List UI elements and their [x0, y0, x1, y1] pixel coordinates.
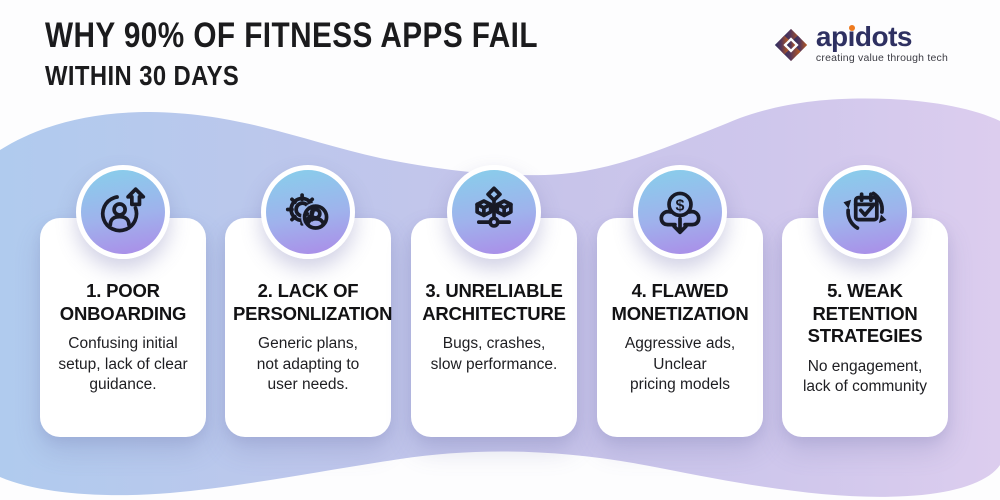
card-title: 1. POOR ONBOARDING	[59, 280, 187, 324]
icon-circle-2	[261, 165, 355, 259]
apidots-logo: apidots creating value through tech	[772, 22, 948, 64]
logo-wordmark: apidots	[816, 22, 948, 51]
card-description: Confusing initial setup, lack of clear g…	[58, 335, 188, 394]
gear-user-icon	[285, 193, 329, 230]
card-description: No engagement, lack of community	[802, 357, 928, 396]
card-description: Generic plans, not adapting to user need…	[256, 335, 360, 394]
cloud-dollar-icon: $	[659, 191, 701, 235]
page-title-line1: WHY 90% OF FITNESS APPS FAIL	[45, 16, 538, 55]
page-title: WHY 90% OF FITNESS APPS FAIL WITHIN 30 D…	[45, 16, 625, 92]
card-title: 3. UNRELIABLE ARCHITECTURE	[422, 280, 566, 324]
card-description: Aggressive ads, Unclear pricing models	[624, 335, 736, 394]
card-title: 4. FLAWED MONETIZATION	[611, 280, 749, 324]
logo-word-text: apidots	[815, 21, 913, 52]
logo-tagline: creating value through tech	[815, 52, 948, 65]
page-title-line2: WITHIN 30 DAYS	[45, 60, 240, 91]
icon-circle-3	[447, 165, 541, 259]
card-title: 2. LACK OF PERSONLIZATION	[233, 280, 393, 324]
architecture-cubes-icon	[475, 186, 513, 228]
icon-circle-4: $	[633, 165, 727, 259]
card-title: 5. WEAK RETENTION STRATEGIES	[807, 280, 923, 347]
svg-text:$: $	[676, 196, 685, 214]
user-upgrade-icon	[100, 187, 146, 233]
card-description: Bugs, crashes, slow performance.	[430, 335, 558, 373]
logo-i-dot	[848, 24, 856, 31]
icon-circle-1	[76, 165, 170, 259]
calendar-cycle-icon	[843, 191, 887, 230]
apidots-logo-icon	[774, 28, 808, 62]
icon-circle-5	[818, 165, 912, 259]
